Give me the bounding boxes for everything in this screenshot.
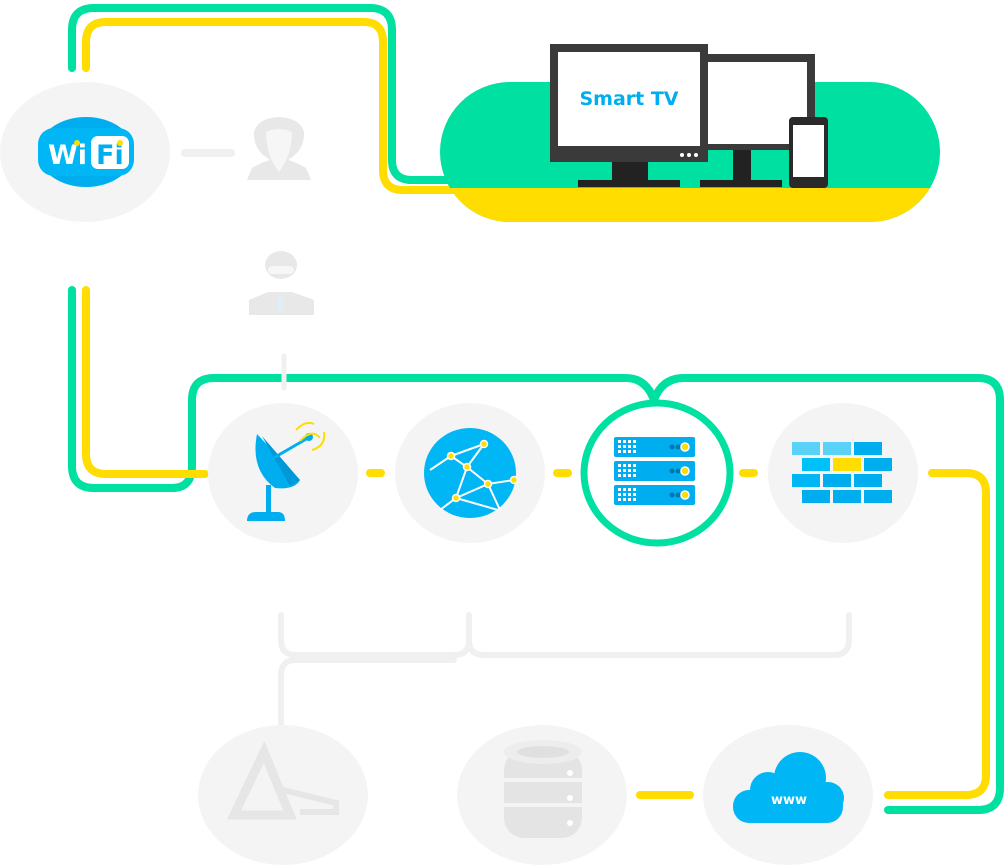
firewall-brick <box>854 474 882 487</box>
firewall-brick <box>864 458 892 471</box>
wifi-cloud-icon: Wi Fi <box>38 117 134 187</box>
firewall-brick <box>823 474 851 487</box>
green-connector-main <box>68 286 1004 814</box>
firewall-brick <box>854 442 882 455</box>
firewall-brick <box>833 458 861 471</box>
server-node[interactable] <box>580 399 734 547</box>
pyramid-node[interactable] <box>198 725 368 865</box>
grey-bracket <box>278 612 852 728</box>
anonymous-hacker-icon <box>247 117 311 180</box>
pyramid-icon <box>226 740 339 820</box>
yellow-connector-right <box>884 469 990 799</box>
devices-icon: Smart TV <box>550 44 828 188</box>
server-rack-icon <box>614 437 695 505</box>
cloud-node[interactable]: www <box>703 725 873 865</box>
firewall-brick <box>823 442 851 455</box>
satellite-node[interactable] <box>208 403 358 543</box>
network-globe-icon <box>424 428 519 518</box>
firewall-brick <box>792 442 820 455</box>
globe-node[interactable] <box>395 403 545 543</box>
satellite-dish-icon <box>247 421 326 521</box>
firewall-node[interactable] <box>768 403 918 543</box>
firewall-brick <box>802 490 830 503</box>
firewall-brick <box>833 490 861 503</box>
firewall-icon <box>792 442 892 503</box>
database-node[interactable] <box>457 725 627 865</box>
spy-agent-icon <box>249 251 314 315</box>
www-label: www <box>771 793 807 808</box>
yellow-connector-top <box>82 18 464 194</box>
database-icon <box>504 740 582 838</box>
firewall-brick <box>792 474 820 487</box>
devices-node[interactable]: Smart TV <box>440 44 940 228</box>
yellow-connector-main <box>82 286 209 478</box>
firewall-brick <box>802 458 830 471</box>
green-connector-top <box>68 4 454 184</box>
cloud-www-icon: www <box>733 752 844 823</box>
smart-tv-label: Smart TV <box>579 88 678 110</box>
wifi-text-wi: Wi <box>48 140 87 171</box>
firewall-brick <box>864 490 892 503</box>
wifi-node[interactable]: Wi Fi <box>0 82 170 222</box>
